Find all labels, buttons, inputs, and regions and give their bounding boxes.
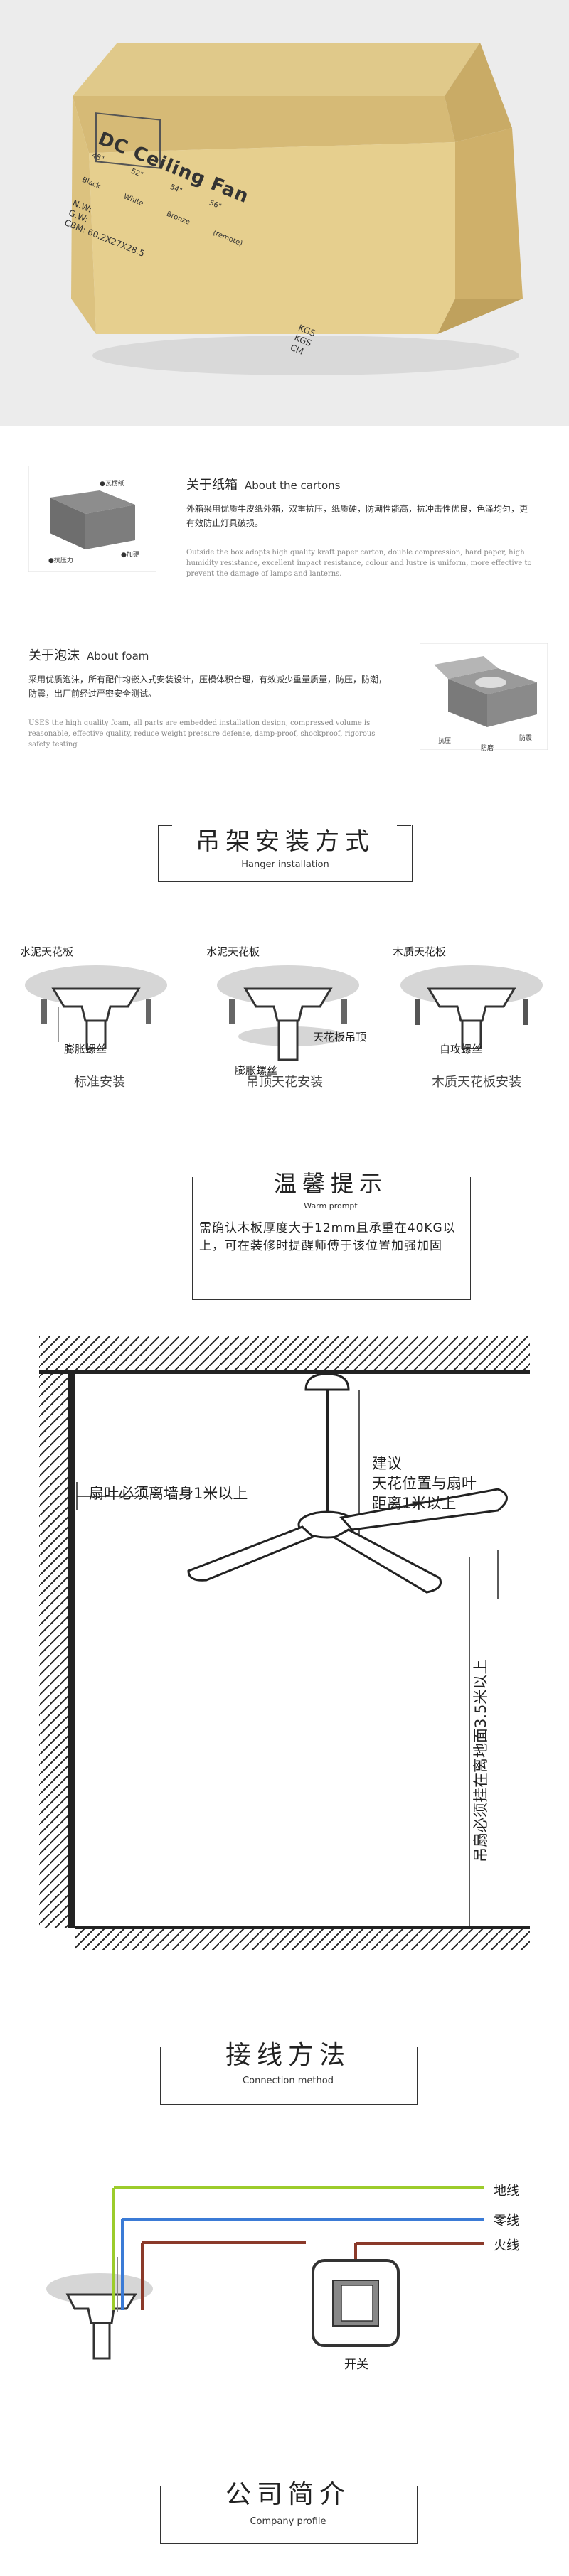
wiring-diagram (46, 2186, 484, 2360)
wire-label-ground: 地线 (494, 2184, 519, 2199)
foam-thumbnail: 抗压 防磨 防震 (419, 643, 548, 752)
wire-label-neutral: 零线 (494, 2213, 519, 2228)
warm-prompt-text: 需确认木板厚度大于12mm且承重在40KG以上，可在装修时提醒师傅于该位置加强加… (199, 1221, 456, 1253)
wall-clearance-note: 扇叶必须离墙身1米以上 (89, 1485, 248, 1502)
hanger-standard-diagram (25, 965, 167, 1049)
ceiling-clearance-note: 建议 天花位置与扇叶 距离1米以上 (372, 1455, 477, 1512)
hanger-title: 吊架安装方式 (196, 827, 375, 856)
hanger-caption-drop-ceiling: 吊顶天花安装 (246, 1075, 323, 1090)
wiring-title-box (160, 2047, 418, 2105)
switch-label: 开关 (344, 2358, 368, 2372)
hanger-wood-diagram (400, 965, 543, 1049)
company-title-box (160, 2486, 418, 2544)
wiring-title: 接线方法 (225, 2041, 351, 2070)
wiring-subtitle: Connection method (243, 2076, 334, 2086)
company-subtitle: Company profile (250, 2516, 326, 2527)
carton-illustration (71, 43, 523, 375)
wire-label-live: 火线 (494, 2238, 519, 2253)
hero-carton-banner: DC Ceiling Fan 48" 52" 54" 56" Black Whi… (0, 0, 569, 426)
floor-clearance-note: 吊扇必须挂在离地面3.5米以上 (472, 1659, 489, 1862)
hanger-title-box: 吊架安装方式 Hanger installation (158, 825, 413, 882)
about-cartons-text-en: Outside the box adopts high quality kraf… (186, 549, 532, 578)
hanger-caption-wood: 木质天花板安装 (432, 1075, 521, 1090)
clearance-diagram (39, 1336, 530, 1950)
about-cartons-text-cn: 外箱采用优质牛皮纸外箱，双重抗压，纸质硬，防潮性能高，抗冲击性优良，色泽均匀，更… (186, 504, 528, 528)
carton-units: KGS KGS CM (289, 322, 317, 357)
hanger-caption-standard: 标准安装 (74, 1075, 125, 1090)
hanger-subtitle: Hanger installation (241, 859, 329, 870)
about-foam-text-cn: 采用优质泡沫，所有配件均嵌入式安装设计，压模体积合理，有效减少重量质量，防压，防… (28, 675, 388, 699)
hanger-drop-ceiling-diagram (217, 965, 359, 1061)
warm-prompt-box (192, 1177, 471, 1300)
carton-thumbnail: ●瓦楞纸 ●加硬 ●抗压力 (28, 465, 157, 573)
hanger-diagrams: 水泥天花板 膨胀螺丝 标准安装 水泥天花板 天花板吊顶 膨胀螺丝 吊顶天花安装 … (0, 938, 569, 1152)
company-title: 公司简介 (225, 2480, 351, 2509)
about-foam-text-en: USES the high quality foam, all parts ar… (28, 719, 376, 748)
warm-prompt-subtitle: Warm prompt (304, 1201, 358, 1211)
warm-prompt-title: 温馨提示 (273, 1170, 388, 1197)
